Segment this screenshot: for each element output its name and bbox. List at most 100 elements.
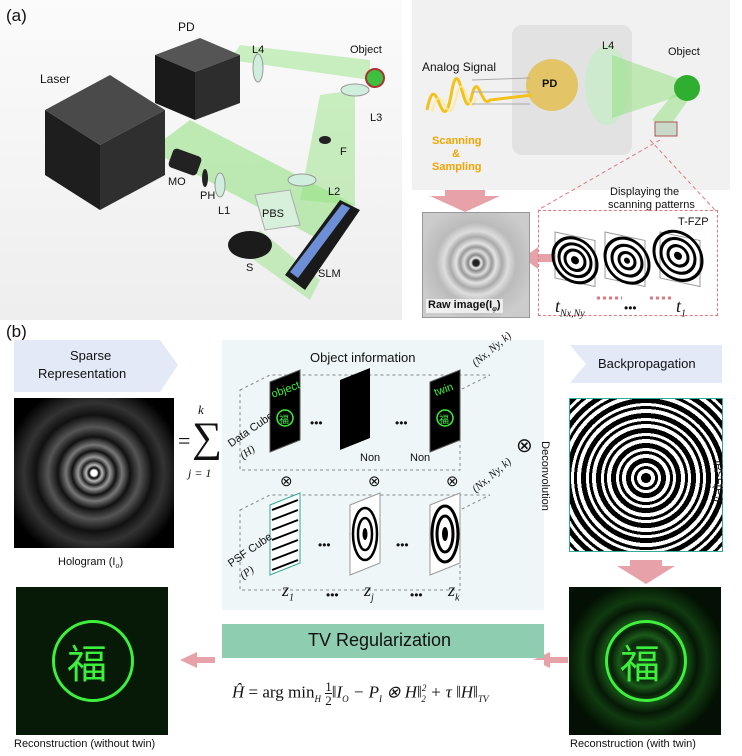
psf-slice-zk — [429, 492, 461, 576]
sparse-label-2: Representation — [38, 366, 127, 381]
fzp-patterns — [551, 229, 704, 300]
lens-l3 — [340, 83, 370, 97]
psf-dots-2: ••• — [396, 538, 409, 552]
laser-label: Laser — [40, 72, 71, 86]
fzp-dots: ••• — [624, 301, 637, 315]
otimes-1: ⊗ — [280, 473, 293, 490]
arrows-a — [430, 139, 716, 269]
panel-a-label: (a) — [6, 6, 27, 25]
pd-cube-left — [155, 55, 195, 120]
equation-box — [222, 660, 544, 734]
slm-label: SLM — [318, 268, 341, 280]
left-arrow-recon-left — [180, 652, 215, 668]
s-label: S — [246, 262, 254, 274]
laser-cube-right — [100, 110, 165, 210]
non-label-1: Non — [360, 452, 381, 464]
l2-label: L2 — [328, 186, 341, 198]
pd-sensor — [526, 59, 578, 111]
data-dots-1: ••• — [310, 416, 323, 430]
pd-cube-right — [195, 55, 240, 120]
backpropagation-label: Backpropagation — [598, 356, 696, 371]
l1-label: L1 — [218, 205, 231, 217]
down-arrow-right — [617, 560, 675, 584]
z-dots-2: ••• — [410, 588, 423, 602]
recon-without-twin-ring — [52, 620, 134, 702]
psf-dots-1: ••• — [318, 538, 331, 552]
non-label-2: Non — [410, 452, 431, 464]
otimes-3: ⊗ — [446, 473, 459, 490]
hologram-image — [14, 398, 174, 548]
tv-regularization-bar — [222, 624, 544, 658]
pbs-cube — [254, 189, 301, 231]
lens-l1 — [214, 172, 226, 198]
detection-scene — [412, 0, 730, 190]
laser-cube-left — [45, 110, 100, 210]
analog-signal-label: Analog Signal — [422, 60, 497, 74]
tv-regularization-label: TV Regularization — [308, 630, 452, 650]
recon-with-twin-char: 福 — [620, 642, 660, 688]
displaying-label-1: Displaying the — [610, 186, 680, 198]
ph-label: PH — [200, 190, 216, 202]
lens-l4 — [252, 53, 264, 83]
z1-label: z1 — [282, 580, 295, 604]
analog-signal-wave — [425, 77, 533, 113]
shutter-s — [228, 231, 272, 259]
scanning-label: Scanning — [432, 135, 482, 147]
backprop-banner — [570, 345, 722, 383]
f-label: F — [340, 146, 347, 158]
dashed-link-1 — [649, 139, 716, 211]
z-dots-1: ••• — [326, 588, 339, 602]
sparse-label-1: Sparse — [70, 348, 112, 363]
pd-label: PD — [178, 20, 195, 34]
recon-with-twin-ring — [605, 620, 687, 702]
slm-screen — [290, 204, 350, 278]
t-one-label: t1 — [676, 296, 687, 320]
tfzp-label: T-FZP — [678, 216, 709, 228]
panel-b-label: (b) — [6, 322, 27, 341]
t-nxny-label: tNx,Ny — [555, 296, 585, 320]
data-slice-twin — [429, 369, 461, 453]
psf-slice-z1 — [269, 492, 301, 576]
object-slice-char: 福 — [279, 415, 289, 426]
scan-pattern-chip — [654, 121, 678, 137]
object-disc — [365, 68, 385, 88]
pinhole — [202, 169, 208, 187]
pd-label-detect: PD — [542, 78, 558, 90]
data-slice-non-1 — [340, 368, 370, 450]
recon-without-twin-label: Reconstruction (without twin) — [14, 738, 156, 750]
panel-a: (a) Laser PD L4 Object L3 F L2 MO PH L1 … — [0, 0, 742, 320]
object-label: Object — [350, 44, 382, 56]
recon-without-twin-char: 福 — [67, 642, 107, 688]
green-beam-main — [150, 120, 355, 240]
sum-upper: k — [198, 402, 204, 417]
object-information-title: Object information — [310, 350, 416, 365]
object-disc-detect — [674, 75, 700, 101]
data-dots-2: ••• — [395, 416, 408, 430]
pbs-label: PBS — [262, 208, 285, 220]
filter-f — [319, 136, 331, 144]
microscope-objective — [168, 148, 202, 176]
otimes-big: ⊗ — [516, 435, 533, 457]
l3-label: L3 — [370, 112, 383, 124]
otimes-2: ⊗ — [368, 473, 381, 490]
twin-slice-char: 福 — [439, 415, 449, 426]
raw-image-label: Raw image(Iφ) — [426, 299, 503, 314]
l4-label: L4 — [252, 44, 265, 56]
scanning-patterns-box — [538, 210, 718, 316]
sigma-sign: ∑ — [192, 415, 222, 461]
lens-l2 — [287, 173, 317, 187]
deconvolution-label: Deconvolution — [538, 441, 551, 511]
sum-lower: j = 1 — [188, 466, 212, 480]
recon-with-twin-label: Reconstruction (with twin) — [570, 738, 696, 750]
ipsf-image — [569, 398, 723, 552]
sampling-label: Sampling — [432, 161, 482, 173]
down-arrow-to-raw — [430, 190, 500, 212]
optical-setup-drawing — [45, 38, 385, 300]
fzp-pattern-mid — [603, 231, 651, 288]
zk-label: zk — [448, 580, 460, 604]
ipsf-label: IPSF(PI) — [709, 460, 724, 502]
zj-label: zj — [364, 580, 374, 604]
psf-slice-zj — [349, 492, 381, 576]
